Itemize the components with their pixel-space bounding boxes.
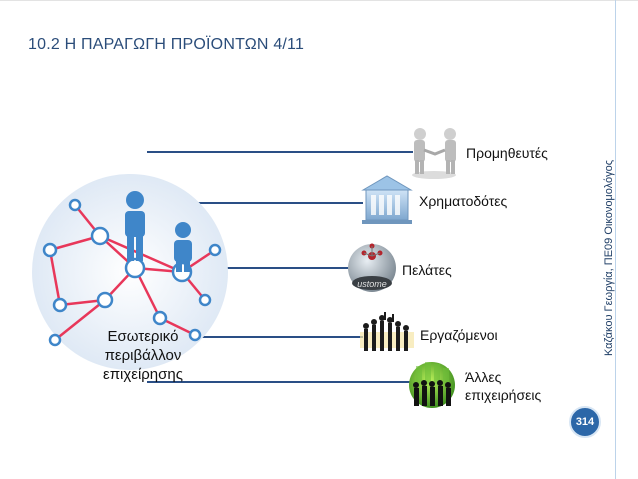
slide-title: 10.2 Η ΠΑΡΑΓΩΓΗ ΠΡΟΪΟΝΤΩΝ 4/11 bbox=[28, 36, 305, 53]
label-other-businesses: Άλλες επιχειρήσεις bbox=[465, 368, 541, 404]
customer-sphere-icon: ustome bbox=[348, 243, 396, 292]
side-rule bbox=[615, 0, 616, 479]
top-rule bbox=[0, 0, 638, 1]
bank-building-icon bbox=[361, 175, 413, 224]
label-employees: Εργαζόμενοι bbox=[420, 327, 498, 343]
people-network-icon bbox=[32, 174, 228, 370]
internal-line3: επιχείρησης bbox=[103, 366, 183, 383]
page-number-badge: 314 bbox=[569, 406, 601, 438]
workers-silhouettes-icon bbox=[360, 312, 414, 351]
internal-line1: Εσωτερικό bbox=[107, 328, 179, 345]
internal-environment-label: Εσωτερικό περιβάλλον επιχείρησης bbox=[78, 327, 208, 384]
label-customers: Πελάτες bbox=[402, 262, 452, 278]
label-suppliers: Προμηθευτές bbox=[466, 145, 548, 161]
svg-text:ustome: ustome bbox=[357, 279, 387, 289]
label-other-line1: Άλλες bbox=[465, 369, 502, 385]
handshake-icon bbox=[412, 128, 456, 179]
label-other-line2: επιχειρήσεις bbox=[465, 387, 542, 403]
internal-line2: περιβάλλον bbox=[104, 347, 182, 364]
business-people-globe-icon bbox=[409, 362, 455, 408]
label-financiers: Χρηματοδότες bbox=[419, 193, 508, 209]
